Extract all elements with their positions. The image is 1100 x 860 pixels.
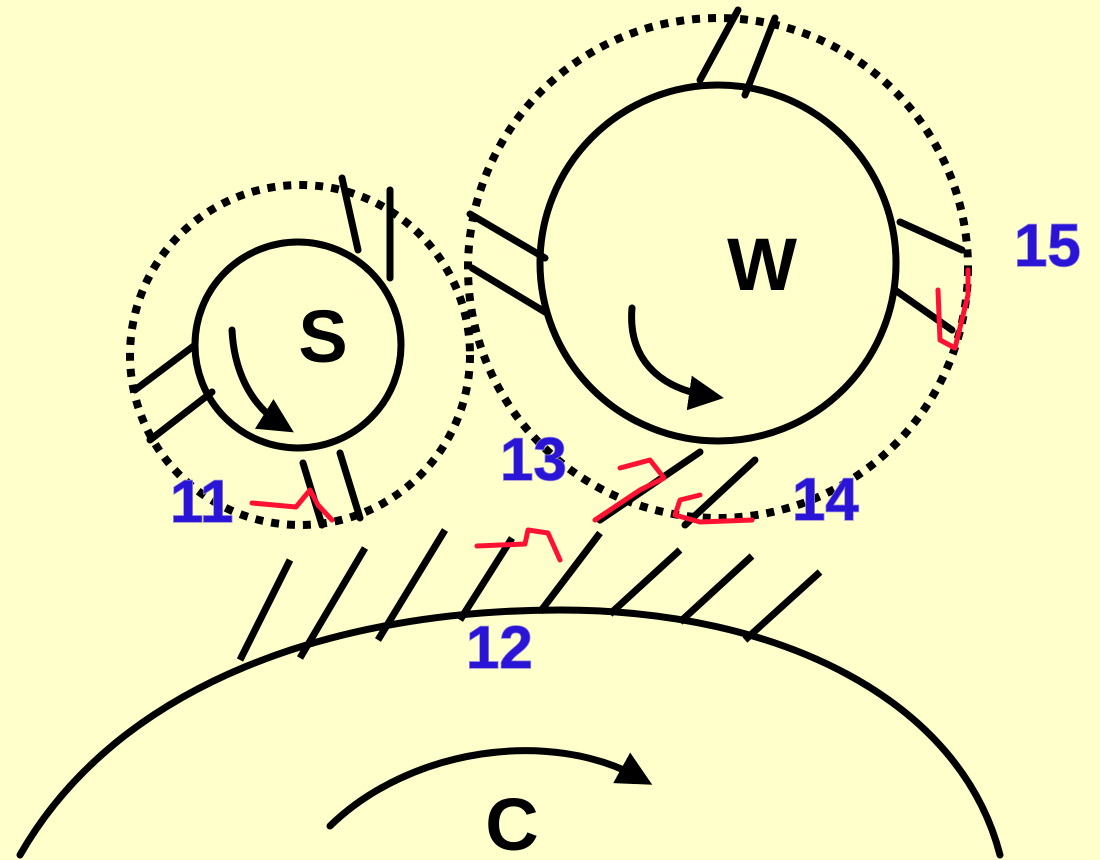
label-11: 11 xyxy=(170,468,233,535)
carrier-rotation-arrow xyxy=(326,747,653,830)
label-13: 13 xyxy=(500,426,567,493)
wheel-teeth xyxy=(466,6,966,529)
wheel-label: W xyxy=(727,223,797,306)
wheel xyxy=(536,81,900,445)
label-14: 14 xyxy=(792,466,859,533)
sun-rotation-arrow xyxy=(228,326,294,433)
sun-gear-pitch-circle xyxy=(126,181,474,529)
label-15: 15 xyxy=(1014,212,1081,279)
wheel-rotation-arrow xyxy=(628,304,724,411)
sun-label: S xyxy=(298,295,347,378)
label-12: 12 xyxy=(466,614,533,681)
carrier-arc xyxy=(16,606,1004,859)
red-annotations xyxy=(249,267,971,563)
carrier-hatching xyxy=(236,528,823,662)
sun-gear-teeth xyxy=(131,174,394,529)
carrier-label: C xyxy=(485,783,538,860)
